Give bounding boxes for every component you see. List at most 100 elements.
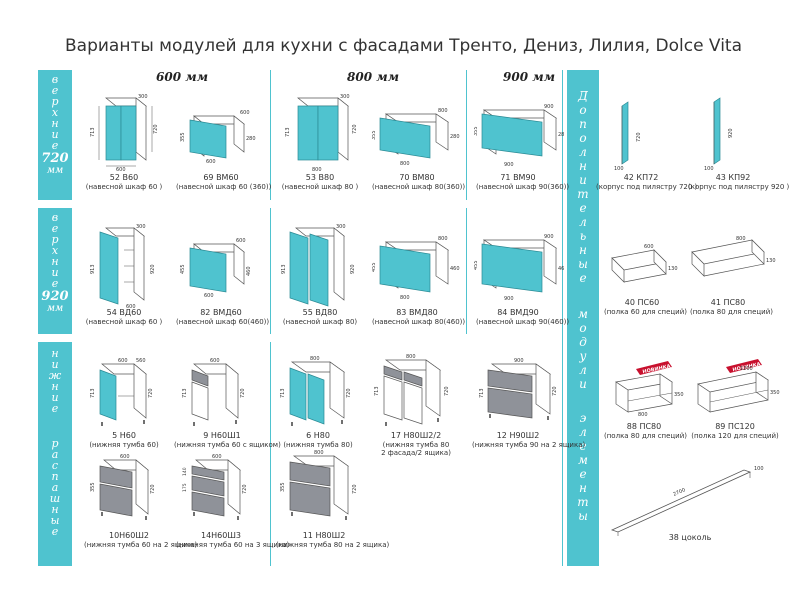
caption-70: 70 ВМ80 (навесной шкаф 80(360)) — [372, 173, 466, 191]
dim-label: 713 — [374, 386, 380, 396]
shelf-drawing-41: 800 130 — [684, 232, 780, 288]
item-desc: (нижняя тумба 80 — [382, 441, 450, 449]
item-desc: (корпус под пилястру 920 ) — [688, 183, 790, 191]
band-letter: н — [579, 243, 587, 257]
dim-label: 300 — [340, 94, 350, 100]
cabinet-drawing-84: 455 900 460 900 — [474, 230, 564, 302]
dim-label: 455 — [180, 264, 186, 274]
band-letter: д — [579, 335, 587, 349]
separator-line — [270, 208, 271, 334]
item-code: 89 ПС120 — [715, 422, 755, 431]
shelf-svg: 600 130 — [611, 244, 678, 283]
item-code: 11 Н80Ш2 — [302, 531, 346, 540]
cabinet-svg: 713 720 600 — [182, 358, 246, 426]
cabinet-svg: 355 720 600 — [90, 454, 156, 520]
cabinet-svg: 913 920 300 — [281, 224, 356, 307]
plinth-drawing-38: 2700 100 — [604, 460, 764, 540]
dim-label: 800 — [400, 161, 410, 166]
cabinet-drawing-5: 713 720 600 560 — [88, 356, 160, 428]
column-header-600: 600 мм — [156, 70, 209, 84]
item-code: 14Н60Ш3 — [200, 531, 242, 540]
band-letter: а — [51, 448, 59, 461]
cabinet-svg: 455 900 460 900 — [474, 234, 564, 302]
caption-40: 40 ПС60 (полка 60 для специй) — [604, 298, 687, 316]
item-code: 43 КП92 — [715, 173, 751, 182]
dim-label: 130 — [766, 258, 776, 264]
band-letter: т — [577, 495, 589, 509]
cabinet-drawing-82: 455 600 460 600 — [180, 236, 256, 298]
item-desc: (полка 120 для специй) — [691, 432, 779, 440]
item-code: 40 ПС60 — [624, 298, 660, 307]
band-letter: о — [579, 321, 587, 335]
cabinet-drawing-14: 140 175 720 600 — [182, 452, 254, 526]
dim-label: 720 — [552, 386, 558, 396]
band-letter: с — [51, 459, 59, 472]
band-letter: е — [579, 271, 587, 285]
separator-line — [270, 342, 271, 566]
band-letter: л — [579, 215, 587, 229]
dim-label: 900 — [544, 104, 554, 110]
item-desc: (навесной шкаф 80(360)) — [372, 183, 466, 191]
band-unit: мм — [46, 303, 64, 314]
band-letter: ы — [578, 509, 588, 523]
dim-label: 280 — [558, 132, 564, 138]
band-letter: н — [51, 255, 59, 268]
cabinet-svg: 355 600 280 600 — [180, 110, 256, 164]
cabinet-drawing-69: 355 600 280 600 — [180, 108, 256, 164]
dim-label: 130 — [668, 266, 678, 272]
dim-label: 900 — [544, 234, 554, 240]
band-letter: н — [51, 117, 59, 130]
dim-label: 355 — [90, 482, 96, 492]
dim-label: 713 — [182, 388, 188, 398]
cabinet-svg: 713 720 800 300 — [285, 94, 358, 172]
band-letter: е — [51, 402, 59, 415]
shelf-drawing-40: 600 130 — [604, 240, 684, 292]
cabinet-svg: 455 600 460 600 — [180, 238, 252, 298]
caption-11: 11 Н80Ш2 (нижняя тумба 80 на 2 ящика) — [276, 531, 389, 549]
cabinet-drawing-11: 355 720 800 — [280, 448, 364, 528]
dim-label: 600 — [212, 454, 222, 460]
item-desc: (нижняя тумба 60 на 3 ящика) — [176, 541, 290, 549]
item-code: 38 цоколь — [668, 533, 712, 542]
dim-label: 720 — [148, 388, 154, 398]
dim-label: 460 — [450, 266, 460, 272]
caption-42: 42 КП72 (корпус под пилястру 720 ) — [596, 173, 697, 191]
plinth-svg: 2700 100 — [610, 466, 764, 536]
cabinet-svg: 713 720 600 560 — [90, 358, 154, 426]
band-letter: т — [577, 187, 589, 201]
cabinet-drawing-83: 455 800 460 800 — [372, 234, 462, 300]
dim-label: 600 — [236, 238, 246, 244]
shelf-svg: 800 130 — [691, 236, 776, 277]
cabinet-svg: 713 720 800 — [374, 354, 450, 426]
band-letter: е — [51, 139, 59, 152]
item-code: 42 КП72 — [623, 173, 659, 182]
page-title: Варианты модулей для кухни с фасадами Тр… — [65, 36, 742, 56]
dim-label: 560 — [136, 358, 146, 364]
dim-label: 1200 — [740, 366, 753, 372]
dim-label: 713 — [479, 388, 485, 398]
caption-38: 38 цоколь — [660, 533, 720, 543]
band-letter: х — [51, 106, 59, 119]
dim-label: 720 — [444, 386, 450, 396]
band-letter: л — [579, 363, 587, 377]
band-unit: мм — [46, 165, 64, 176]
cabinet-svg: 913 920 600 300 — [90, 224, 156, 310]
item-code: 83 ВМД80 — [396, 308, 438, 317]
band-letter: н — [51, 347, 59, 360]
cabinet-svg: 920 100 — [704, 97, 734, 172]
dim-label: 913 — [281, 264, 287, 274]
dim-label: 720 — [346, 388, 352, 398]
item-desc: (полка 80 для специй) — [690, 308, 774, 316]
band-letter: ж — [48, 369, 62, 382]
item-code: 54 ВД60 — [106, 308, 142, 317]
dim-label: 355 — [372, 130, 377, 140]
item-code: 17 Н80Ш2/2 — [390, 431, 442, 440]
item-desc: (нижняя тумба 80) — [283, 441, 353, 449]
band-letter: ы — [578, 257, 588, 271]
caption-83: 83 ВМД80 (навесной шкаф 80(460)) — [372, 308, 465, 326]
band-letter: л — [579, 145, 587, 159]
item-desc: (нижняя тумба 60 на 2 ящика) — [84, 541, 198, 549]
band-letter: и — [51, 358, 59, 371]
band-letter: р — [51, 233, 59, 246]
caption-69: 69 ВМ60 (навесной шкаф 60 (360)) — [176, 173, 271, 191]
